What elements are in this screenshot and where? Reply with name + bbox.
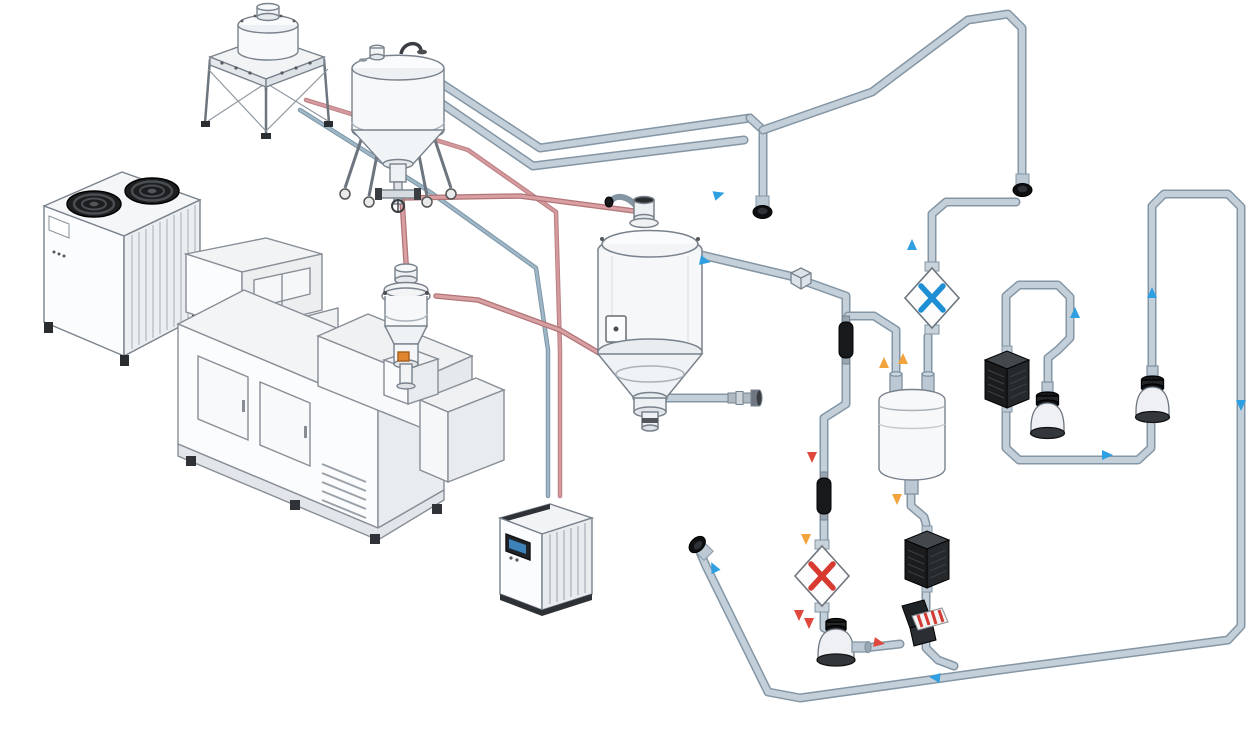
mobile-storage-tank	[338, 41, 458, 214]
pipe-main-return-loop	[695, 189, 1246, 703]
flow-arrow	[804, 618, 814, 629]
pipe-filter-pump-loop	[1001, 280, 1075, 389]
flow-arrow	[907, 239, 917, 250]
flow-arrow	[712, 191, 725, 201]
flow-arrow	[1102, 450, 1113, 460]
flow-arrow	[898, 353, 908, 364]
pipe-valve-top-run	[927, 197, 1021, 269]
flow-arrow-layer	[698, 191, 1246, 683]
flow-arrow	[873, 637, 885, 647]
flow-arrow	[1147, 287, 1157, 298]
pipe-layer	[417, 9, 1246, 703]
flow-arrow	[929, 673, 941, 683]
injection-molding-machine	[177, 237, 505, 545]
inline-filter-1	[838, 315, 854, 365]
flow-arrow	[1070, 307, 1080, 318]
dust-filter-upper	[984, 345, 1030, 413]
flow-arrow	[801, 534, 811, 545]
pipe-dehum-left-riser	[843, 311, 901, 387]
pipe-end-cap-2	[1012, 173, 1033, 197]
pipe-end-cap-1	[752, 195, 773, 219]
pipe-top-feed-lower	[417, 85, 749, 171]
pipe-filter-down-run	[1001, 407, 1156, 465]
flow-arrow	[879, 357, 889, 368]
flow-arrow	[711, 562, 721, 575]
diverter-valve-heating	[795, 540, 849, 612]
flow-arrow	[807, 452, 817, 463]
flow-arrow	[1236, 400, 1246, 411]
pipe-top-loop	[758, 9, 1027, 189]
vacuum-pump-right	[1134, 365, 1171, 424]
flow-arrow	[892, 494, 902, 505]
exhaust-silencer	[900, 598, 950, 648]
flow-arrow	[698, 255, 711, 265]
vacuum-pump-mid	[1029, 381, 1066, 440]
discharge-coupler	[727, 389, 763, 407]
diverter-valve-cooling	[905, 262, 959, 334]
inline-filter-2	[816, 471, 832, 521]
dehumidifying-unit	[878, 371, 946, 495]
flow-arrow	[794, 610, 804, 621]
mold-temperature-controller	[499, 503, 593, 617]
equipment-layer	[42, 2, 1171, 667]
line-tank-to-dryer-feed	[397, 193, 645, 215]
pipe-top-feed-upper	[425, 71, 755, 153]
dust-filter-lower	[904, 525, 950, 593]
